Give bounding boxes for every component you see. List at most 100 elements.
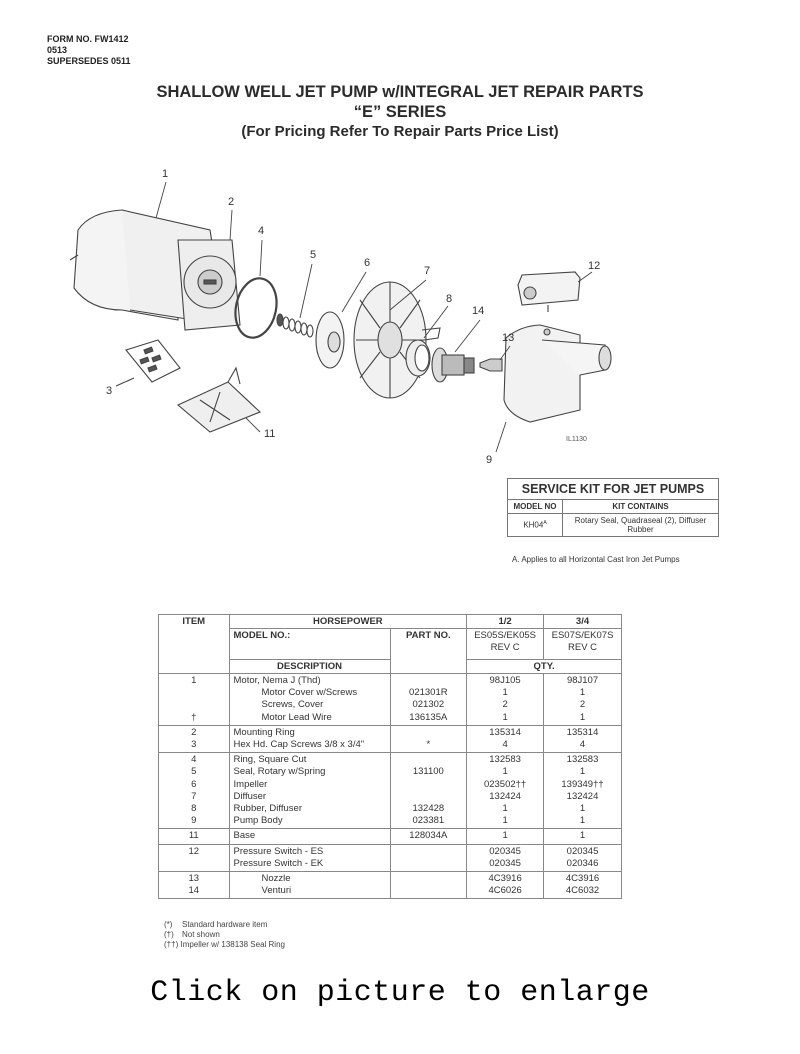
table-cell-line: 5 [191, 766, 197, 778]
cap-screws-icon [115, 339, 181, 387]
table-cell-line: 4C3916 [488, 873, 522, 885]
table-cell-line: 132583 [489, 754, 521, 766]
table-cell-line: Screws, Cover [261, 699, 324, 711]
enlarge-picture-link[interactable]: Click on picture to enlarge [150, 976, 650, 1010]
callout-6: 6 [364, 257, 371, 269]
venturi-icon [431, 347, 475, 383]
callout-11: 11 [264, 428, 276, 440]
title-line-2: “E” SERIES [353, 103, 447, 121]
table-cell-line [395, 675, 463, 687]
repair-parts-table: ITEM HORSEPOWER 1/2 3/4 MODEL NO.: PART … [158, 614, 622, 900]
table-cell-line: 1 [502, 711, 508, 723]
table-cell-line: 020345 [489, 845, 521, 857]
form-supersedes: SUPERSEDES 0511 [47, 56, 131, 66]
seal-plate-icon [315, 311, 345, 369]
table-cell-line: 3 [191, 739, 197, 751]
table-cell-line: 1 [579, 687, 586, 699]
footnotes: (*)Standard hardware item (†)Not shown (… [164, 920, 285, 950]
table-cell-line: 1 [502, 687, 508, 699]
document-title: SHALLOW WELL JET PUMP w/INTEGRAL JET REP… [0, 82, 800, 142]
table-cell-line: 023381 [412, 815, 445, 827]
table-cell-line: Pressure Switch - ES [233, 845, 324, 857]
service-kit-row: KH04A Rotary Seal, Quadraseal (2), Diffu… [507, 513, 719, 537]
header-description: DESCRIPTION [228, 659, 391, 674]
table-cell-line [395, 885, 463, 897]
table-cell-line: Rubber, Diffuser [233, 803, 302, 815]
service-kit-model: KH04A [507, 513, 563, 537]
qty-half-cell: 1 [466, 828, 545, 845]
table-cell-line: Ring, Square Cut [233, 754, 307, 766]
table-cell-line [163, 858, 225, 870]
table-cell-line: Hex Hd. Cap Screws 3/8 x 3/4" [233, 739, 365, 751]
footnote-standard-hardware: (*)Standard hardware item [164, 920, 268, 929]
table-cell-line: 2 [191, 726, 197, 738]
table-cell-line: 4C3916 [565, 873, 600, 885]
footnote-not-shown: (†)Not shown [164, 930, 220, 939]
table-row-group: 1†Motor, Nema J (Thd)Motor Cover w/Screw… [158, 673, 622, 726]
item-cell: 12 [158, 843, 230, 873]
table-cell-line: 4 [502, 739, 508, 751]
table-cell-line: Nozzle [261, 873, 291, 885]
table-cell-line: Base [233, 830, 256, 842]
header-model-no: MODEL NO.: [228, 628, 391, 660]
table-cell-line: 2 [579, 699, 586, 711]
part-no-cell: 128034A [389, 828, 468, 845]
base-icon [176, 366, 262, 433]
table-cell-line [395, 858, 463, 870]
service-kit-table: SERVICE KIT FOR JET PUMPS MODEL NO KIT C… [507, 478, 719, 537]
table-cell-line: Pressure Switch - EK [233, 857, 324, 869]
table-cell-line: Venturi [261, 885, 292, 897]
pump-body-icon [503, 324, 612, 423]
table-cell-line: 132428 [412, 802, 445, 814]
header-qty: QTY. [466, 659, 622, 674]
table-cell-line [163, 699, 225, 711]
illustration-code: IL1130 [566, 436, 587, 443]
exploded-parts-diagram[interactable]: 1 2 3 4 5 6 7 8 9 11 12 13 14 IL1130 [60, 160, 640, 480]
table-cell-line [395, 727, 463, 739]
callout-5: 5 [310, 249, 317, 261]
service-kit-contains-header: KIT CONTAINS [562, 499, 719, 514]
form-info: FORM NO. FW1412 0513 SUPERSEDES 0511 [47, 34, 131, 67]
header-hp-half: 1/2 [466, 614, 545, 629]
table-cell-line: 4C6026 [488, 885, 522, 897]
table-cell-line: 98J107 [566, 675, 599, 686]
service-kit-model-header: MODEL NO [507, 499, 563, 514]
table-cell-line: Motor, Nema J (Thd) [233, 675, 321, 686]
impeller-icon [353, 281, 441, 399]
service-kit-contents: Rotary Seal, Quadraseal (2), Diffuser Ru… [562, 513, 719, 537]
header-horsepower: HORSEPOWER [228, 614, 468, 629]
table-cell-line: Diffuser [233, 790, 267, 802]
table-cell-line: * [426, 739, 431, 750]
item-cell: 11 [158, 828, 230, 845]
table-cell-line: 9 [191, 815, 197, 827]
table-cell-line: 139349†† [561, 778, 604, 790]
table-cell-line: 8 [191, 803, 197, 815]
title-line-3: (For Pricing Refer To Repair Parts Price… [241, 123, 559, 140]
callout-4: 4 [258, 225, 265, 237]
table-cell-line: Motor Cover w/Screws [261, 687, 358, 699]
table-cell-line: 135314 [489, 726, 521, 738]
callout-3: 3 [106, 385, 113, 397]
description-cell: Base [228, 828, 391, 845]
header-hp-three-quarter: 3/4 [543, 614, 622, 629]
table-cell-line: 1 [502, 830, 508, 842]
